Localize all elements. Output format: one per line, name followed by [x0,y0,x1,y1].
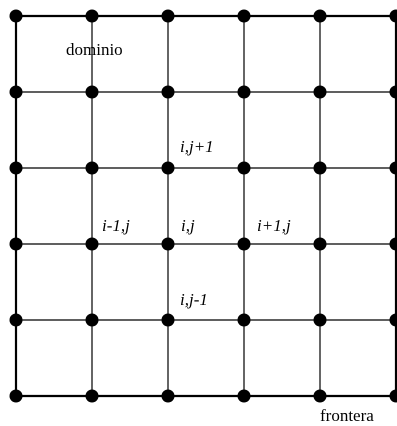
grid-node [161,237,175,251]
grid-node [237,313,251,327]
grid-node [313,313,327,327]
grid-node [389,161,397,175]
grid-node [85,161,99,175]
grid-node [313,85,327,99]
grid-node [313,161,327,175]
grid-node [9,85,23,99]
grid-node [161,9,175,23]
grid-node [85,9,99,23]
node-label-i-j: i,j [181,216,195,235]
grid-node [9,313,23,327]
grid-node [9,237,23,251]
grid-node [9,389,23,403]
grid-lines [14,14,397,398]
node-label-i-minus-1-j: i-1,j [102,216,130,235]
node-label-i-plus-1-j: i+1,j [257,216,291,235]
grid-node [85,313,99,327]
domain-label: dominio [66,40,123,59]
grid-node [313,389,327,403]
grid-node [313,237,327,251]
grid-node [313,9,327,23]
grid-node [237,237,251,251]
grid-node [161,313,175,327]
grid-node [85,389,99,403]
node-label-i-j-plus-1: i,j+1 [180,137,214,156]
grid-node [237,85,251,99]
grid-node [9,161,23,175]
boundary-label: frontera [320,406,374,425]
grid-node [161,85,175,99]
grid-node [389,313,397,327]
grid-node [389,237,397,251]
grid-node [389,85,397,99]
grid-node [161,389,175,403]
grid-nodes [9,9,397,403]
grid-node [85,237,99,251]
grid-node [9,9,23,23]
grid-node [161,161,175,175]
grid-node [237,161,251,175]
grid-node [237,389,251,403]
grid-node [389,9,397,23]
grid-node [85,85,99,99]
grid-node [389,389,397,403]
grid-node [237,9,251,23]
node-label-i-j-minus-1: i,j-1 [180,290,208,309]
